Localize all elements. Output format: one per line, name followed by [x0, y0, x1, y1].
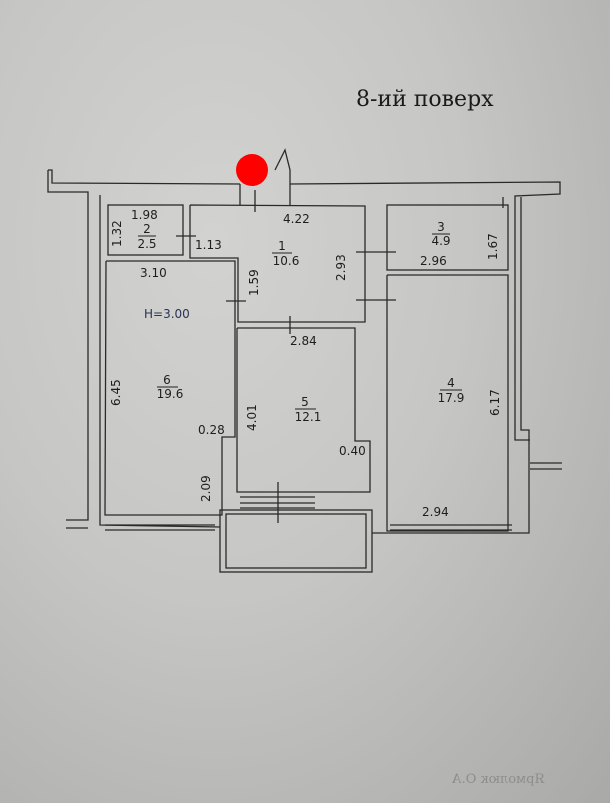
floor-title: 8-ий поверх	[356, 87, 494, 112]
room-6-label: 6 19.6	[157, 373, 184, 401]
svg-text:2: 2	[143, 222, 151, 236]
svg-text:1.67: 1.67	[486, 233, 500, 260]
dimensions: 1.98 1.32 1.13 4.22 2.93 1.59 2.96 1.67 …	[109, 208, 502, 519]
ceiling-height: H=3.00	[144, 307, 190, 321]
svg-text:6.45: 6.45	[109, 379, 123, 406]
svg-text:4.9: 4.9	[431, 234, 450, 248]
svg-text:3: 3	[437, 220, 445, 234]
svg-text:6.17: 6.17	[488, 389, 502, 416]
svg-text:2.84: 2.84	[290, 334, 317, 348]
svg-text:4.22: 4.22	[283, 212, 310, 226]
svg-text:1.98: 1.98	[131, 208, 158, 222]
svg-text:1.59: 1.59	[247, 269, 261, 296]
svg-text:19.6: 19.6	[157, 387, 184, 401]
svg-text:2.93: 2.93	[334, 254, 348, 281]
svg-text:6: 6	[163, 373, 171, 387]
svg-text:10.6: 10.6	[273, 254, 300, 268]
svg-text:5: 5	[301, 395, 309, 409]
svg-text:0.40: 0.40	[339, 444, 366, 458]
svg-text:1.13: 1.13	[195, 238, 222, 252]
outer-walls	[47, 148, 562, 534]
svg-text:2.96: 2.96	[420, 254, 447, 268]
svg-text:4.01: 4.01	[245, 404, 259, 431]
location-marker	[236, 154, 268, 186]
room-3-label: 3 4.9	[431, 220, 450, 248]
svg-text:3.10: 3.10	[140, 266, 167, 280]
svg-text:1.32: 1.32	[110, 220, 124, 247]
room-walls	[104, 190, 512, 573]
svg-text:2.09: 2.09	[199, 475, 213, 502]
svg-text:2.94: 2.94	[422, 505, 449, 519]
svg-text:17.9: 17.9	[438, 391, 465, 405]
svg-text:1: 1	[278, 239, 286, 253]
bleed-through-signature: Ярмолюк О.А	[452, 772, 545, 787]
svg-text:4: 4	[447, 376, 455, 390]
room-4-label: 4 17.9	[438, 376, 465, 405]
svg-text:0.28: 0.28	[198, 423, 225, 437]
room-1-label: 1 10.6	[272, 239, 299, 268]
room-5-label: 5 12.1	[295, 395, 322, 424]
svg-text:2.5: 2.5	[137, 237, 156, 251]
svg-text:12.1: 12.1	[295, 410, 322, 424]
room-2-label: 2 2.5	[137, 222, 156, 251]
